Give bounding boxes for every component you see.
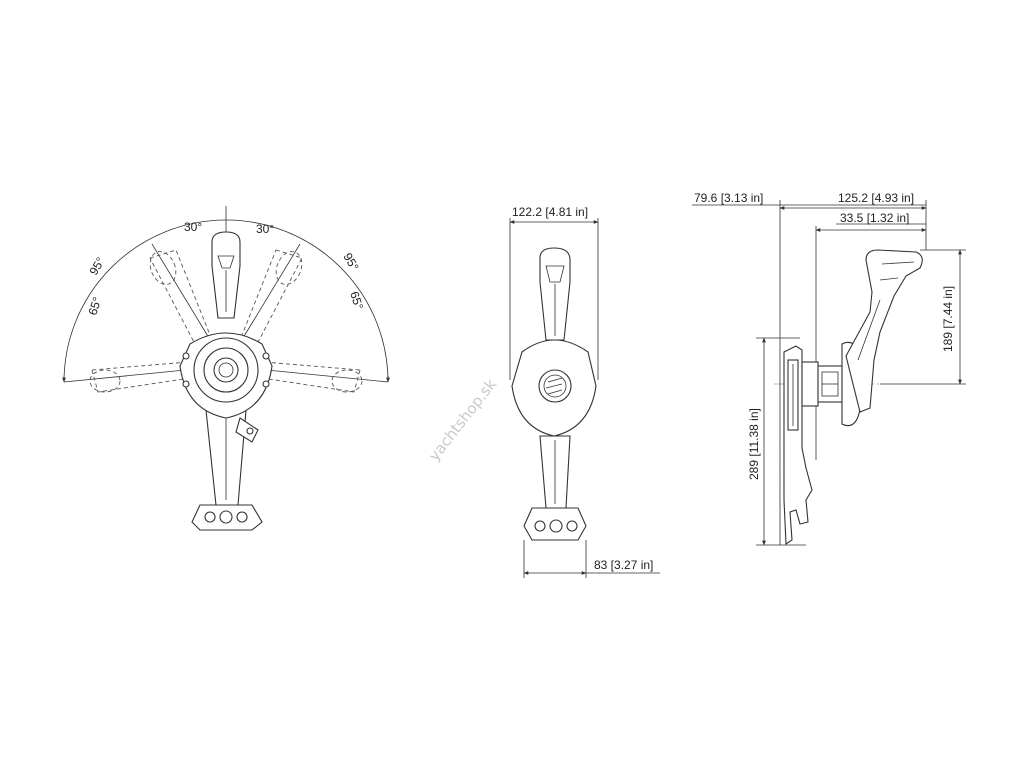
- angle-label-left-upper: 95°: [86, 255, 107, 278]
- dim-depth-hub: 33.5 [1.32 in]: [840, 211, 909, 225]
- angle-label-right-lower: 65°: [347, 290, 366, 312]
- dim-width-top: 122.2 [4.81 in]: [512, 205, 588, 219]
- dim-height-handle: 189 [7.44 in]: [941, 286, 955, 352]
- front-view: 30° 30° 95° 95° 65° 65°: [62, 206, 390, 531]
- dim-depth-total: 79.6 [3.13 in]: [694, 191, 763, 205]
- dim-height-body: 289 [11.38 in]: [747, 408, 761, 480]
- angle-label-left-lower: 65°: [86, 295, 105, 317]
- profile-hub: [801, 361, 819, 407]
- watermark: yachtshop.sk: [425, 375, 500, 464]
- lever-ghost-right-up: [239, 249, 303, 347]
- dim-depth-handle: 125.2 [4.93 in]: [838, 191, 914, 205]
- angle-label-right-inner: 30°: [256, 222, 274, 236]
- lever-ghost-left-flat: [91, 361, 191, 393]
- side-view: 122.2 [4.81 in] 83 [3.27 in]: [509, 205, 660, 578]
- lever-ghost-left-up: [149, 249, 213, 347]
- dim-width-bottom: 83 [3.27 in]: [594, 558, 653, 572]
- angle-label-right-upper: 95°: [340, 251, 361, 274]
- angle-label-left-inner: 30°: [184, 220, 202, 234]
- profile-view: 79.6 [3.13 in] 125.2 [4.93 in] 33.5 [1.3…: [692, 191, 966, 546]
- profile-handle: [845, 249, 923, 413]
- lever-ghost-right-flat: [261, 361, 361, 393]
